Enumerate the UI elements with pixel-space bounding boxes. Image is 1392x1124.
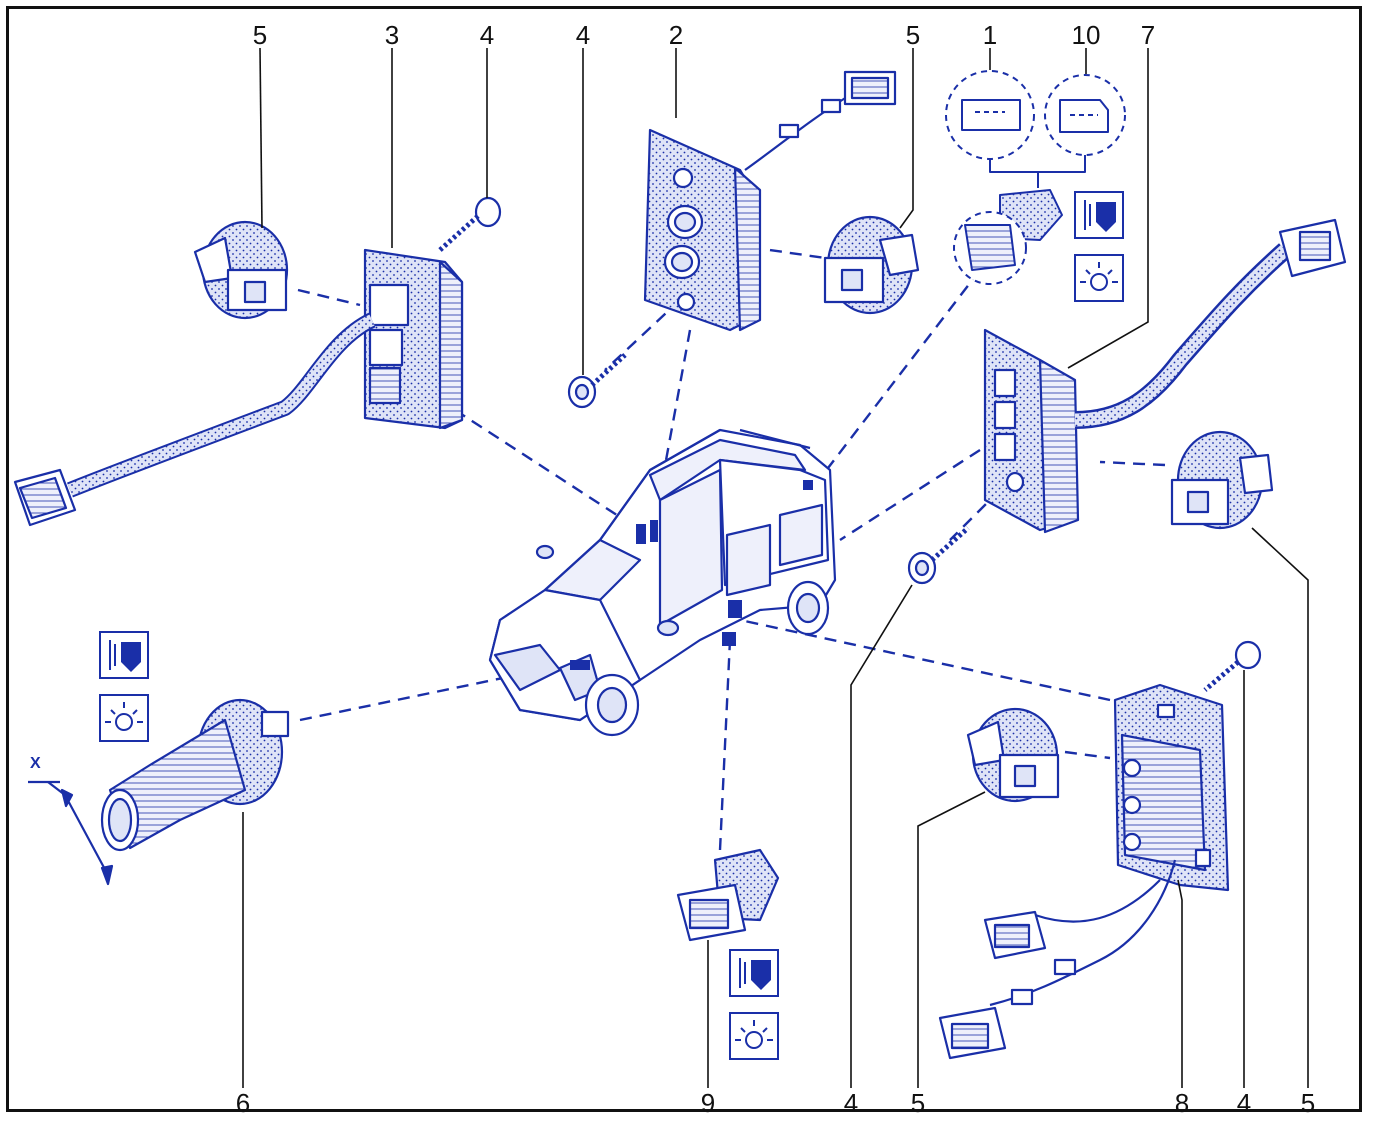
part-5-bulb-holder-right	[1170, 430, 1274, 530]
van-vehicle	[488, 428, 837, 737]
headlight-beam-icon	[1074, 191, 1124, 239]
callout-leader-lines	[242, 47, 1309, 1088]
part-2-switch-panel-center	[643, 70, 897, 332]
callout-4-bottom-center: 4	[843, 1088, 859, 1118]
headlight-beam-icon	[99, 631, 149, 679]
callout-4-top-center: 4	[575, 20, 591, 50]
callout-5-bottom-right: 5	[1300, 1088, 1316, 1118]
callout-7: 7	[1140, 20, 1156, 50]
part-9-connector	[676, 848, 780, 942]
headlight-beam-icon	[729, 949, 779, 997]
dimension-x-label: X	[30, 755, 41, 772]
part-5-bulb-holder-top-center	[823, 215, 920, 315]
callout-9: 9	[700, 1088, 716, 1118]
callout-10: 10	[1071, 20, 1101, 50]
sun-lamp-icon	[1074, 254, 1124, 302]
part-7-switch-panel-right	[983, 218, 1347, 534]
assembly-guide-lines	[297, 248, 1166, 851]
callout-5-top-left: 5	[252, 20, 268, 50]
callout-1: 1	[982, 20, 998, 50]
sun-lamp-icon	[99, 694, 149, 742]
callout-4-top-left: 4	[479, 20, 495, 50]
callout-8: 8	[1174, 1088, 1190, 1118]
part-4-screw-bottom-right	[1203, 640, 1262, 692]
callout-5-top-center: 5	[905, 20, 921, 50]
callout-6: 6	[235, 1088, 251, 1118]
part-1-10-connector-detail	[945, 70, 1126, 285]
callout-4-bottom-right: 4	[1236, 1088, 1252, 1118]
part-5-bulb-holder-bottom	[966, 707, 1060, 803]
part-8-switch-panel-bottom-right	[938, 683, 1230, 1060]
callout-2: 2	[668, 20, 684, 50]
part-4-screw-right	[907, 526, 970, 585]
callout-3: 3	[384, 20, 400, 50]
part-3-switch-panel	[13, 248, 464, 527]
part-4-screw-top	[438, 196, 502, 252]
part-5-bulb-holder-top-left	[193, 220, 289, 320]
callout-5-bottom-center: 5	[910, 1088, 926, 1118]
sun-lamp-icon	[729, 1012, 779, 1060]
part-4-screw-center	[567, 353, 627, 409]
part-6-lamp-holder	[28, 698, 290, 886]
